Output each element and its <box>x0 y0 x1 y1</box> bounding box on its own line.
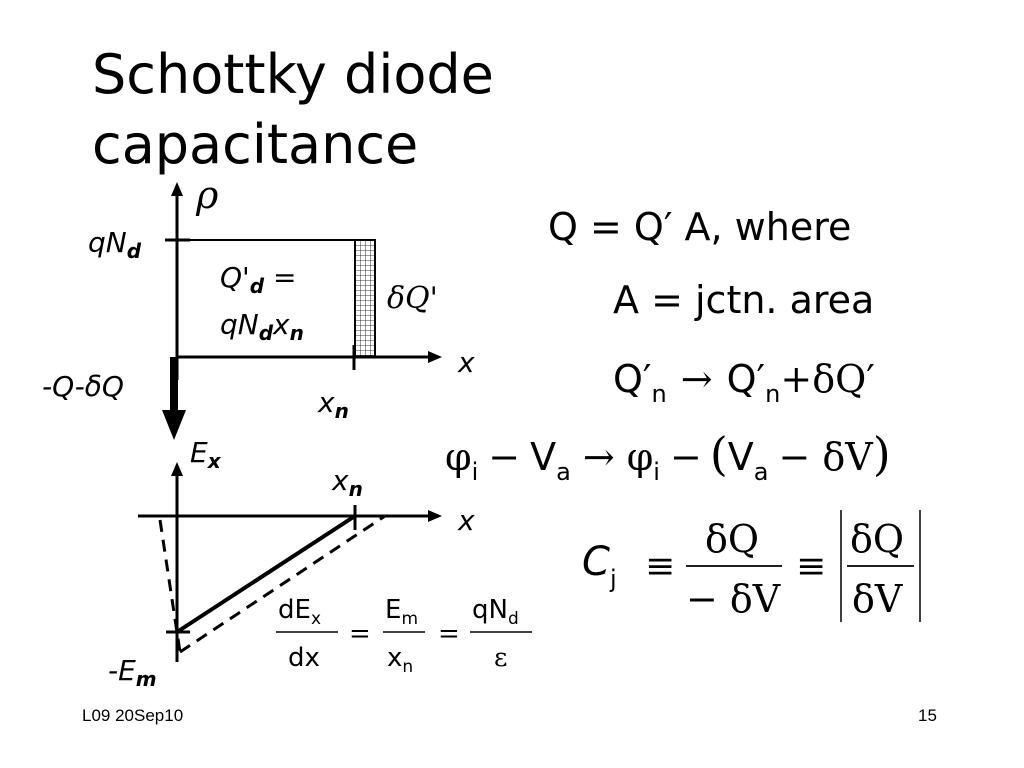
field-line-dashed <box>179 514 386 654</box>
charge-x-axis-label: x <box>457 346 475 379</box>
xn-label-field: xn <box>331 464 363 501</box>
deriv-num-1: dEx <box>278 595 321 629</box>
deriv-eq-2: = <box>438 619 460 649</box>
capacitance-equations: Q = Q′ A, where A = jctn. area Q′n→Q′n+δ… <box>445 205 921 622</box>
equation-charge-area: Q = Q′ A, where <box>548 205 851 249</box>
equiv-sign-2: ≡ <box>796 546 826 587</box>
deriv-num-2: Em <box>385 595 418 629</box>
delta-q-hatched-strip <box>354 239 376 358</box>
frac1-denominator: − δV <box>686 577 781 621</box>
deriv-den-3: ε <box>494 643 507 673</box>
delta-q-prime-label: δQ' <box>387 281 438 316</box>
electric-field-plot: Ex x xn -Em dEx dx = Em xn = qNd ε <box>108 436 532 691</box>
field-slope-equation: dEx dx = Em xn = qNd ε <box>276 595 532 677</box>
equation-area-definition: A = jctn. area <box>613 278 874 322</box>
slide-number: 15 <box>918 706 937 725</box>
frac2-numerator: δQ <box>850 517 904 561</box>
negative-charge-arrowhead <box>162 410 186 440</box>
equiv-sign-1: ≡ <box>645 546 675 587</box>
negative-surface-charge-bar <box>170 357 178 412</box>
title-line-2: capacitance <box>92 113 419 176</box>
ex-axis-label: Ex <box>190 436 222 473</box>
field-x-axis-label: x <box>457 504 475 537</box>
equation-voltage-increment: φi−Va→φi−(Va− δV) <box>445 427 891 486</box>
charge-x-axis-arrowhead <box>428 351 442 363</box>
charge-density-plot: ρ x qNd Q'd = qNdxn δQ' -Q-δQ xn <box>42 173 475 440</box>
box-label-line-2: qNdxn <box>220 308 304 345</box>
deriv-den-1: dx <box>288 643 320 673</box>
rho-axis-label: ρ <box>195 173 219 217</box>
deriv-den-2: xn <box>387 643 413 677</box>
slide-title: Schottky diode capacitance <box>92 40 494 180</box>
qnd-label: qNd <box>88 226 142 263</box>
negative-charge-label: -Q-δQ <box>42 370 124 403</box>
frac1-numerator: δQ <box>705 517 759 561</box>
cj-symbol: Cj <box>582 539 617 593</box>
title-line-1: Schottky diode <box>92 43 494 106</box>
footer-left: L09 20Sep10 <box>82 706 184 725</box>
field-x-axis-arrowhead <box>428 510 442 522</box>
em-label: -Em <box>108 654 157 691</box>
field-left-dashed <box>158 519 182 653</box>
box-label-line-1: Q'd = <box>220 261 296 298</box>
equation-charge-increment: Q′n→Q′n+δQ′ <box>613 357 875 408</box>
deriv-eq-1: = <box>349 619 371 649</box>
frac2-denominator: δV <box>852 577 903 621</box>
xn-label-charge: xn <box>317 386 349 423</box>
field-line-solid <box>175 514 357 634</box>
rho-axis-arrowhead <box>171 182 183 196</box>
field-y-axis-arrowhead <box>171 462 183 476</box>
deriv-num-3: qNd <box>472 595 519 629</box>
